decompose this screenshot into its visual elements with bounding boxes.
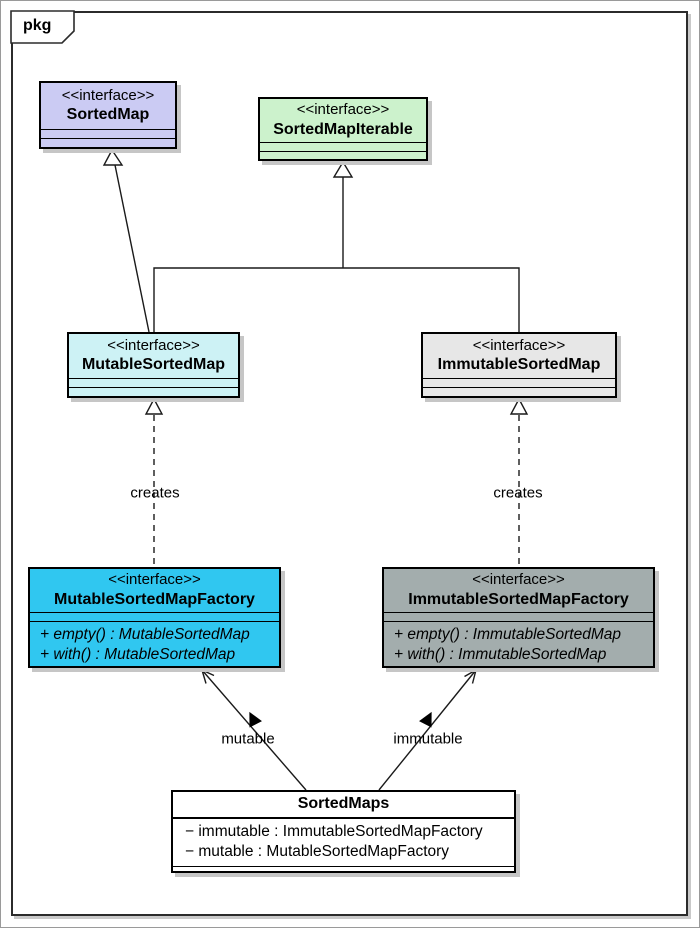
operation: + empty() : MutableSortedMap [40, 625, 250, 643]
attributes-compartment-empty [384, 611, 653, 621]
operations-compartment-empty [41, 138, 175, 147]
node-mutablesortedmapfactory: <<interface>> MutableSortedMapFactory + … [28, 567, 281, 668]
edge-label-immutable: immutable [393, 730, 463, 748]
association-immutable [378, 669, 477, 791]
operations-compartment: + empty() : ImmutableSortedMap + with() … [384, 620, 653, 670]
node-sortedmap-title: <<interface>> SortedMap [41, 83, 175, 129]
node-name: SortedMaps [297, 795, 390, 812]
edge-label-creates-immutable: creates [493, 484, 543, 502]
package-tab-label: pkg [23, 17, 52, 34]
node-name: MutableSortedMapFactory [54, 590, 255, 608]
node-sortedmaps: SortedMaps − immutable : ImmutableSorted… [171, 790, 516, 873]
operations-compartment-empty [173, 866, 514, 871]
stereotype-label: <<interface>> [296, 101, 390, 118]
attributes-compartment-empty [30, 611, 279, 621]
edge-label-mutable: mutable [221, 730, 275, 748]
node-name: SortedMapIterable [273, 120, 413, 138]
operation: + with() : ImmutableSortedMap [394, 645, 607, 663]
node-name: SortedMap [66, 106, 150, 124]
generalization-mutablesortedmap-to-sortedmap [102, 148, 150, 333]
creates-edge-immutable [509, 397, 529, 567]
operations-compartment-empty [423, 387, 615, 396]
attributes-compartment: − immutable : ImmutableSortedMapFactory … [173, 817, 514, 866]
node-sortedmapiterable-title: <<interface>> SortedMapIterable [260, 99, 426, 142]
stereotype-label: <<interface>> [61, 86, 155, 104]
node-immutablesortedmap-title: <<interface>> ImmutableSortedMap [423, 334, 615, 378]
node-immutablesortedmap: <<interface>> ImmutableSortedMap [421, 332, 617, 398]
node-mutablesortedmap: <<interface>> MutableSortedMap [67, 332, 240, 398]
node-immutablesortedmapfactory-title: <<interface>> ImmutableSortedMapFactory [384, 569, 653, 612]
operations-compartment-empty [260, 150, 426, 160]
operations-compartment-empty [69, 387, 238, 396]
attributes-compartment-empty [69, 378, 238, 387]
attributes-compartment-empty [260, 141, 426, 151]
node-name: MutableSortedMap [81, 356, 226, 374]
node-mutablesortedmap-title: <<interface>> MutableSortedMap [69, 334, 238, 378]
attributes-compartment-empty [41, 129, 175, 138]
attribute: − immutable : ImmutableSortedMapFactory [185, 823, 483, 840]
node-immutablesortedmapfactory: <<interface>> ImmutableSortedMapFactory … [382, 567, 655, 668]
node-sortedmapiterable: <<interface>> SortedMapIterable [258, 97, 428, 161]
attributes-compartment-empty [423, 378, 615, 387]
stereotype-label: <<interface>> [472, 336, 566, 354]
generalization-tree-to-sortedmapiterable [153, 160, 520, 332]
package-tab [10, 10, 75, 44]
node-name: ImmutableSortedMap [437, 356, 601, 374]
node-mutablesortedmapfactory-title: <<interface>> MutableSortedMapFactory [30, 569, 279, 612]
attribute: − mutable : MutableSortedMapFactory [185, 843, 450, 861]
package-frame [11, 11, 688, 916]
edge-label-creates-mutable: creates [130, 484, 180, 502]
node-sortedmaps-title: SortedMaps [173, 792, 514, 817]
node-name: ImmutableSortedMapFactory [408, 590, 629, 608]
stereotype-label: <<interface>> [472, 571, 565, 588]
operations-compartment: + empty() : MutableSortedMap + with() : … [30, 620, 279, 670]
operation: + with() : MutableSortedMap [40, 645, 236, 663]
operation: + empty() : ImmutableSortedMap [394, 625, 621, 643]
node-sortedmap: <<interface>> SortedMap [39, 81, 177, 149]
stereotype-label: <<interface>> [107, 336, 200, 354]
stereotype-label: <<interface>> [108, 571, 201, 588]
creates-edge-mutable [144, 397, 164, 567]
association-mutable [201, 669, 307, 791]
